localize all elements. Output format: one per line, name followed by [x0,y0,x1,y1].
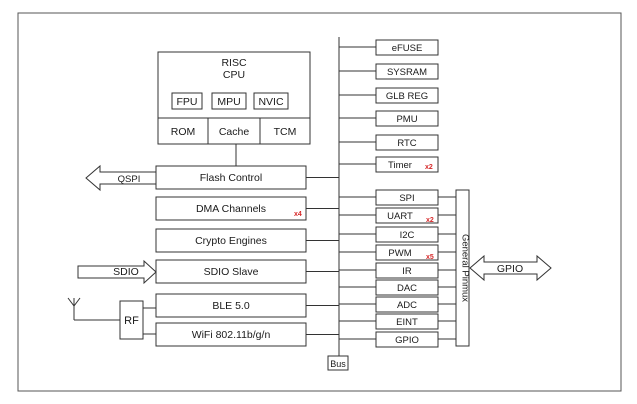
right-block-box [375,134,439,151]
gpio-arrow-shape [469,254,552,282]
right-block-box [375,39,439,56]
antenna-right [73,297,81,307]
periph-block-label: EINT [396,317,418,328]
right-block-label: SYSRAM [387,67,427,78]
right-block-box [375,63,439,80]
left-block-multiplier: x4 [294,211,302,218]
cpu-unit-box [253,92,289,110]
rf-block: RF [67,297,156,340]
periph-block-label: SPI [399,193,414,204]
cpu-memory-label: Cache [219,126,250,138]
periph-block-label: PWM [388,248,411,259]
right-block-label: GLB REG [386,91,428,102]
qspi-label: QSPI [118,174,141,185]
sdio-label: SDIO [113,266,139,278]
periph-block-label: ADC [397,300,417,311]
right-top-blocks: eFUSE SYSRAM GLB REG PMU RTC Timer x2 [339,39,439,173]
left-block-label: Flash Control [200,172,262,184]
right-block-box [375,87,439,104]
gpio-arrow: GPIO [469,254,552,282]
diagram-frame [17,12,622,392]
cpu-title-line: RISC [221,57,247,69]
periph-block-label: I2C [400,230,415,241]
cpu-memory-label: ROM [171,126,196,138]
pinmux-block: General Pinmux [455,189,471,347]
left-block-label: WiFi 802.11b/g/n [192,329,271,341]
right-block-label: Timer [388,160,412,171]
bus-box [327,355,349,371]
cpu-memory-label: TCM [274,126,297,138]
periph-block-label: UART [387,211,413,222]
sdio-arrow: SDIO [77,259,157,285]
right-block-label: PMU [396,114,417,125]
cpu-title-line: CPU [223,69,245,81]
qspi-arrow: QSPI [85,164,157,192]
sdio-arrow-shape [77,259,157,285]
bus-label: Bus [330,359,346,369]
periph-block-label: DAC [397,283,417,294]
left-block-label: Crypto Engines [195,235,267,247]
cpu-unit-box [171,92,203,110]
cpu-memories: ROM Cache TCM [157,117,311,145]
right-block-box [375,156,439,173]
cpu-unit-label: FPU [177,96,198,108]
pinmux-label: General Pinmux [460,234,471,302]
left-block-label: DMA Channels [196,203,266,215]
pinmux-box [455,189,470,347]
cpu-unit-label: MPU [217,96,240,108]
right-block-multiplier: x2 [425,164,433,171]
cpu-memory-box [207,117,261,145]
qspi-arrow-shape [85,164,157,192]
periph-block-label: IR [402,266,412,277]
cpu-unit-box [211,92,247,110]
periph-block-multiplier: x2 [426,217,434,224]
rf-box [119,300,144,340]
right-block-label: eFUSE [392,43,423,54]
cpu-unit-label: NVIC [258,96,284,108]
cpu-memory-box [259,117,311,145]
gpio-arrow-label: GPIO [497,263,523,275]
left-block-label: SDIO Slave [204,266,259,278]
periph-block-label: GPIO [395,335,419,346]
right-block-box [375,110,439,127]
right-block-label: RTC [397,138,416,149]
rf-label: RF [124,315,139,327]
left-block-label: BLE 5.0 [212,300,250,312]
antenna-left [67,297,75,307]
periph-block-multiplier: x5 [426,254,434,261]
cpu-units: FPU MPU NVIC [171,92,289,110]
